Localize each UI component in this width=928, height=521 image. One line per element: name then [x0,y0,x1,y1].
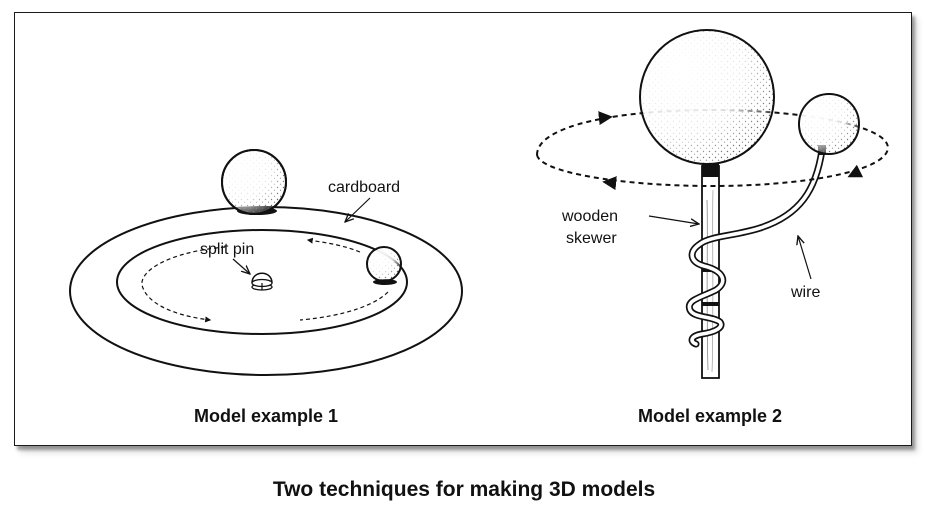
label-skewer: skewer [566,230,617,247]
label-split-pin: split pin [200,241,254,258]
title-model-1: Model example 1 [194,406,338,426]
label-cardboard: cardboard [328,179,400,196]
split-pin [251,272,273,291]
orbit-arrow-bottom-right [847,164,864,178]
leader-skewer [648,215,699,224]
large-ball [221,149,287,215]
orbit-arrow-right-top [306,237,361,253]
orbit-arrow-right-bottom [299,291,389,321]
orbit-arrow-bottom-left [602,176,617,191]
label-wire: wire [790,284,820,301]
leader-wire [798,236,812,280]
small-ball [366,246,402,285]
wooden-skewer [701,163,720,379]
orbit-arrow-top [598,111,613,126]
model-example-1: cardboard split pin Model example 1 [69,149,463,426]
diagram-canvas: cardboard split pin Model example 1 [69,29,889,426]
large-sphere [639,29,775,165]
small-sphere [798,93,860,155]
leader-split-pin [232,258,250,274]
leader-cardboard [345,197,371,222]
orbit-front [536,147,889,188]
title-model-2: Model example 2 [638,406,782,426]
model-example-2: wooden skewer wire Model example 2 [536,29,889,426]
orbit-arrow-left [141,246,226,323]
figure-caption: Two techniques for making 3D models [272,478,656,501]
label-wooden: wooden [561,208,618,225]
